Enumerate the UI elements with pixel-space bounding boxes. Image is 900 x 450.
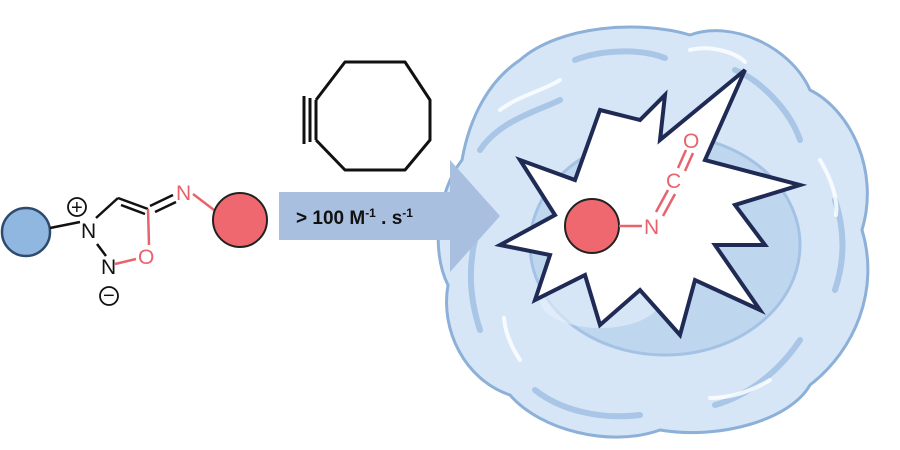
exo-n-atom: N bbox=[176, 182, 191, 205]
ring-bond-n-ch-a bbox=[95, 197, 119, 219]
plus-charge-symbol: + bbox=[71, 197, 83, 219]
cyclooctyne-structure bbox=[302, 60, 432, 172]
ring-bond-o-n bbox=[114, 257, 137, 266]
product-double-bond-nc-b bbox=[661, 193, 677, 217]
iminosydnone-reactant: N + O N − N bbox=[0, 182, 268, 307]
product-double-bond-nc-a bbox=[654, 189, 670, 213]
product-red-sphere bbox=[564, 198, 620, 254]
ring-n-lower-atom: N bbox=[101, 256, 116, 279]
product-double-bond-co-a bbox=[676, 149, 688, 169]
reactant-red-sphere bbox=[212, 192, 268, 248]
minus-charge-symbol: − bbox=[103, 285, 115, 307]
plus-charge-circle bbox=[67, 197, 87, 217]
ring-bond-c-o bbox=[146, 208, 151, 246]
ring-bond-n-n bbox=[96, 243, 107, 257]
product-n-atom: N bbox=[644, 216, 659, 239]
isocyanate-product: N C O bbox=[564, 130, 699, 254]
rate-constant-label: > 100 M-1 . s-1 bbox=[296, 206, 413, 229]
minus-charge-circle bbox=[99, 286, 119, 306]
cell-fold-1 bbox=[467, 48, 846, 420]
ring-n-plus-atom: N bbox=[81, 220, 96, 243]
exo-double-bond-b bbox=[154, 200, 177, 214]
ring-bond-ch-c-b bbox=[120, 203, 146, 216]
exo-double-bond-a bbox=[149, 193, 174, 208]
exo-bond-n-sphere bbox=[192, 193, 215, 211]
ring-bond-ch-c-a bbox=[117, 196, 149, 211]
product-c-atom: C bbox=[666, 170, 681, 193]
product-o-atom: O bbox=[683, 130, 699, 153]
reactant-bond-sphere-n bbox=[49, 220, 81, 230]
reactant-blue-sphere bbox=[0, 206, 52, 258]
ring-o-atom: O bbox=[138, 246, 154, 269]
product-double-bond-co-b bbox=[683, 152, 695, 172]
cell-fold-2 bbox=[498, 46, 839, 400]
explosion-burst bbox=[494, 68, 808, 340]
reaction-arrow bbox=[279, 160, 500, 272]
cyclooctyne-ring bbox=[314, 60, 432, 172]
